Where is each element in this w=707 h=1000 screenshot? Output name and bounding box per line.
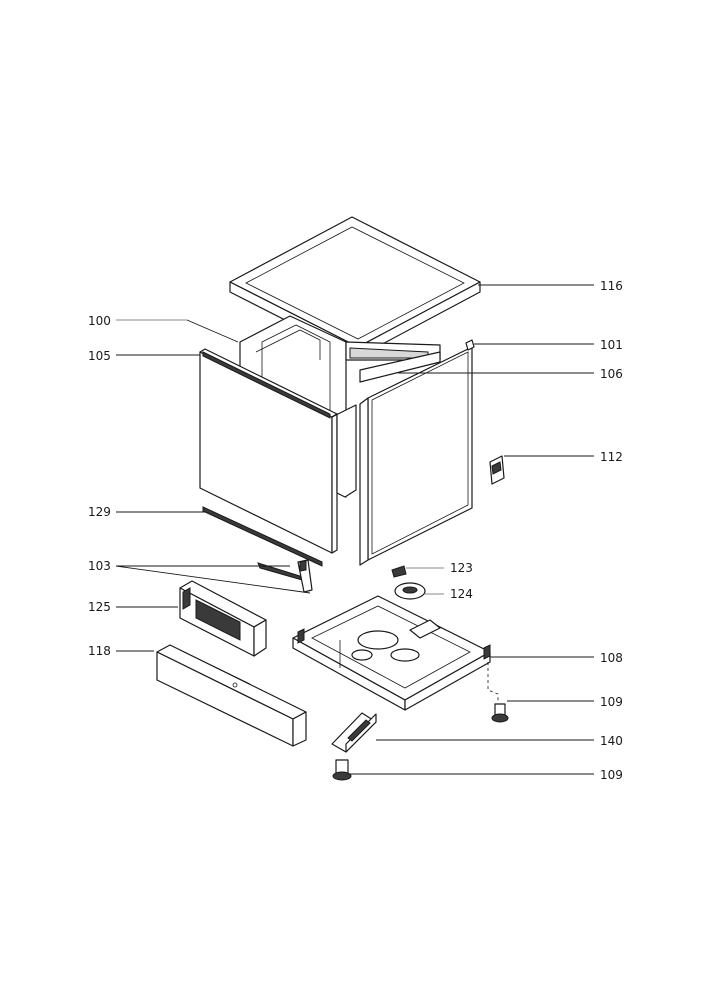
callout-108: 108 (600, 651, 623, 665)
callout-118: 118 (88, 644, 111, 658)
side-panel-right (359, 339, 475, 566)
callout-140: 140 (600, 734, 623, 748)
front-bracket (331, 712, 377, 753)
callout-116: 116 (600, 279, 623, 293)
plinth (156, 644, 307, 747)
leader-lines (115, 284, 594, 775)
hinge-set (257, 559, 313, 593)
callout-100: 100 (88, 314, 111, 328)
control-box (179, 580, 267, 657)
rear-panel (359, 351, 441, 383)
callout-125: 125 (88, 600, 111, 614)
callout-123: 123 (450, 561, 473, 575)
callout-129: 129 (88, 505, 111, 519)
foot-rear (487, 662, 509, 723)
callout-124: 124 (450, 587, 473, 601)
callout-109-rear: 109 (600, 695, 623, 709)
small-clips (391, 565, 426, 600)
base-frame (292, 595, 491, 711)
callout-101: 101 (600, 338, 623, 352)
callout-112: 112 (600, 450, 623, 464)
side-bracket (489, 455, 505, 485)
callout-109-front: 109 (600, 768, 623, 782)
callout-103: 103 (88, 559, 111, 573)
side-panel-left (199, 348, 357, 554)
plinth-seal (202, 506, 323, 567)
callout-labels: 116 100 105 101 106 112 129 103 123 124 … (88, 279, 623, 782)
callout-105: 105 (88, 349, 111, 363)
foot-front (332, 759, 352, 781)
callout-106: 106 (600, 367, 623, 381)
